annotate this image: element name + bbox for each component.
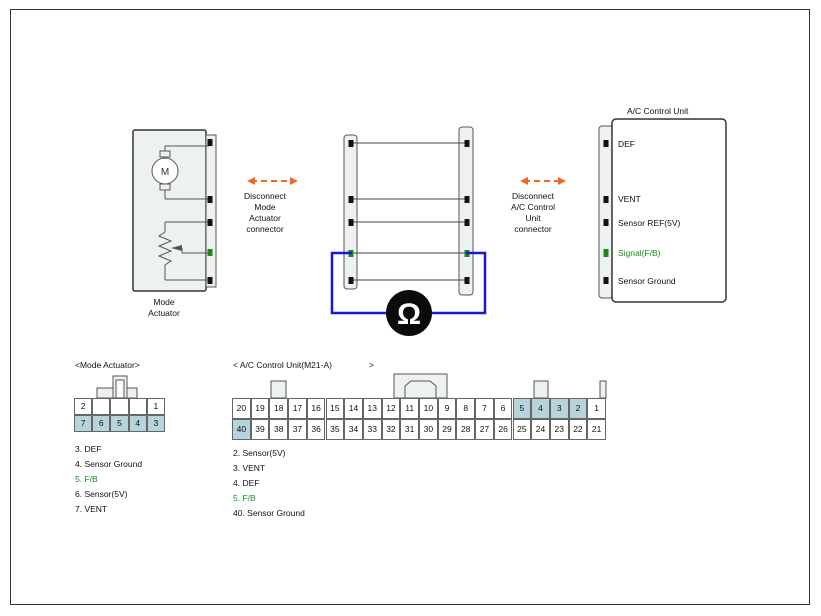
diagram-frame xyxy=(10,9,810,605)
connector-pin: 3 xyxy=(146,415,165,432)
connector-pin: 21 xyxy=(587,419,606,440)
mode-pin-list: 3. DEF 4. Sensor Ground 5. F/B 6. Sensor(5V… xyxy=(75,442,142,517)
connector-pin: 18 xyxy=(269,398,289,419)
acu-connector-title-suffix: > xyxy=(369,360,374,370)
connector-pin: 8 xyxy=(456,398,476,419)
ohmmeter: Ω xyxy=(330,251,487,336)
disconnect-arrow-right xyxy=(520,177,566,185)
disconnect-left-line: Mode xyxy=(254,202,276,212)
connector-pin: 26 xyxy=(493,419,513,440)
connector-pin: 37 xyxy=(288,419,307,440)
connector-pin: 14 xyxy=(344,398,363,419)
mode-actuator: M xyxy=(132,129,217,292)
connector-pin: 40 xyxy=(232,419,251,440)
pin-list-item: 2. Sensor(5V) xyxy=(233,448,286,458)
pin-list-item: 3. VENT xyxy=(233,463,266,473)
ohm-symbol: Ω xyxy=(397,298,421,331)
acu-pin-label: VENT xyxy=(618,194,641,204)
connector-pin: 24 xyxy=(531,419,550,440)
disconnect-right-line: connector xyxy=(514,224,552,234)
connector-pin: 33 xyxy=(362,419,382,440)
connector-pin: 6 xyxy=(493,398,513,419)
connector-pin: 2 xyxy=(568,398,588,419)
connector-pin: 15 xyxy=(325,398,345,419)
connector-cell-empty xyxy=(128,398,147,415)
pin-list-item: 4. Sensor Ground xyxy=(75,459,143,469)
pin-list-item: 3. DEF xyxy=(75,444,102,454)
acu-pin-label: Sensor Ground xyxy=(618,276,676,286)
motor-label: M xyxy=(161,167,169,178)
mode-connector-title: <Mode Actuator> xyxy=(75,360,140,370)
disconnect-left-line: connector xyxy=(246,224,284,234)
connector-pin: 35 xyxy=(325,419,345,440)
acu-pin-list: 2. Sensor(5V) 3. VENT 4. DEF 5. F/B 40. Sens… xyxy=(233,446,305,521)
disconnect-right-line: Disconnect xyxy=(511,191,555,201)
pin-list-item: 6. Sensor(5V) xyxy=(75,489,128,499)
connector-pin: 17 xyxy=(288,398,307,419)
connector-pin: 19 xyxy=(250,398,270,419)
disconnect-right-line: A/C Control xyxy=(511,202,555,212)
connector-pin: 1 xyxy=(146,398,165,415)
connector-pin: 20 xyxy=(232,398,251,419)
disconnect-left-line: Disconnect xyxy=(243,191,287,201)
acu-connector-title: < A/C Control Unit(M21-A) xyxy=(233,360,332,370)
connector-pin: 4 xyxy=(531,398,550,419)
connector-pin: 36 xyxy=(306,419,326,440)
disconnect-arrow-left xyxy=(247,177,298,185)
mode-actuator-label-line2: Actuator xyxy=(148,308,180,318)
disconnect-left-line: Actuator xyxy=(249,213,281,223)
acu-pin-label: Sensor REF(5V) xyxy=(618,218,681,228)
connector-cell-empty xyxy=(92,398,111,415)
connector-pin: 5 xyxy=(110,415,129,432)
acu-connector-face xyxy=(270,373,607,399)
connector-pin: 38 xyxy=(269,419,289,440)
connector-pin: 12 xyxy=(381,398,401,419)
pin-list-item: 4. DEF xyxy=(233,478,260,488)
connector-pin: 28 xyxy=(456,419,476,440)
acu-pin-label: DEF xyxy=(618,139,635,149)
connector-pin: 22 xyxy=(568,419,588,440)
connector-pin: 34 xyxy=(344,419,363,440)
connector-pin: 32 xyxy=(381,419,401,440)
test-harness xyxy=(343,126,474,296)
connector-pin: 5 xyxy=(512,398,532,419)
connector-pin: 10 xyxy=(419,398,438,419)
connector-pin: 30 xyxy=(419,419,438,440)
mode-actuator-label: Mode Actuator xyxy=(139,297,189,319)
acu-pin-label: Signal(F/B) xyxy=(618,248,661,258)
motor-symbol xyxy=(151,157,179,185)
connector-pin: 16 xyxy=(306,398,326,419)
connector-pin: 6 xyxy=(92,415,111,432)
connector-pin: 9 xyxy=(437,398,457,419)
connector-pin: 23 xyxy=(549,419,569,440)
ac-control-unit xyxy=(598,118,727,303)
connector-pin: 27 xyxy=(475,419,494,440)
connector-pin: 29 xyxy=(437,419,457,440)
disconnect-mode-actuator-label: Disconnect Mode Actuator connector xyxy=(230,191,300,235)
connector-pin: 13 xyxy=(362,398,382,419)
pin-list-item: 40. Sensor Ground xyxy=(233,508,305,518)
acu-title: A/C Control Unit xyxy=(627,106,689,116)
connector-pin: 25 xyxy=(512,419,532,440)
potentiometer-symbol xyxy=(157,231,173,266)
connector-pin: 7 xyxy=(475,398,494,419)
connector-pin: 1 xyxy=(587,398,606,419)
connector-pin: 3 xyxy=(549,398,569,419)
connector-pin: 31 xyxy=(400,419,419,440)
disconnect-right-line: Unit xyxy=(525,213,541,223)
connector-pin: 11 xyxy=(400,398,419,419)
connector-pin: 39 xyxy=(250,419,270,440)
mode-connector-face xyxy=(96,375,138,399)
pin-list-item: 7. VENT xyxy=(75,504,108,514)
connector-pin: 2 xyxy=(74,398,93,415)
pin-list-item: 5. F/B xyxy=(75,474,98,484)
disconnect-acu-label: Disconnect A/C Control Unit connector xyxy=(498,191,568,235)
ohmmeter-icon xyxy=(386,290,432,336)
connector-pin: 7 xyxy=(74,415,93,432)
pin-list-item: 5. F/B xyxy=(233,493,256,503)
connector-pin: 4 xyxy=(128,415,147,432)
connector-cell-empty xyxy=(110,398,129,415)
mode-actuator-label-line1: Mode xyxy=(153,297,175,307)
